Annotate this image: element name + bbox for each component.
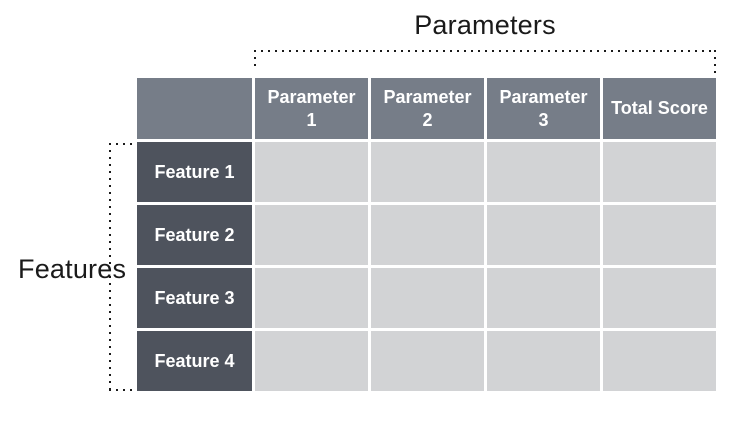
features-bracket-top-tail [109,143,134,145]
matrix-cell [603,331,716,391]
parameters-bracket-right-tail [714,50,716,73]
features-bracket-line [109,143,111,391]
features-group-label: Features [18,254,127,284]
matrix-cell [255,268,368,328]
row-header-feature-1: Feature 1 [137,142,252,202]
parameters-bracket-line [254,50,716,52]
column-header-label: Parameter 3 [499,87,588,130]
matrix-cell [371,331,484,391]
row-header-feature-2: Feature 2 [137,205,252,265]
matrix-cell [255,331,368,391]
column-header-label: Parameter 2 [383,87,472,130]
matrix-cell [487,205,600,265]
matrix-cell [487,268,600,328]
column-header-label: Parameter 1 [267,87,356,130]
matrix-cell [603,142,716,202]
matrix-cell [255,205,368,265]
matrix-cell [487,142,600,202]
parameters-group-label: Parameters [414,10,556,40]
matrix-cell [371,268,484,328]
matrix-cell [603,205,716,265]
column-header-label: Total Score [611,98,708,119]
matrix-cell [603,268,716,328]
matrix-cell [371,205,484,265]
matrix-cell [487,331,600,391]
matrix-cell [255,142,368,202]
corner-header-cell [137,78,252,139]
column-header-total-score: Total Score [603,78,716,139]
row-header-feature-4: Feature 4 [137,331,252,391]
matrix-table: Parameter 1 Parameter 2 Parameter 3 Tota… [137,78,716,391]
row-header-feature-3: Feature 3 [137,268,252,328]
column-header-parameter-2: Parameter 2 [371,78,484,139]
features-bracket-bottom-tail [109,389,134,391]
parameters-bracket-left-tail [254,50,256,67]
column-header-parameter-1: Parameter 1 [255,78,368,139]
matrix-cell [371,142,484,202]
column-header-parameter-3: Parameter 3 [487,78,600,139]
